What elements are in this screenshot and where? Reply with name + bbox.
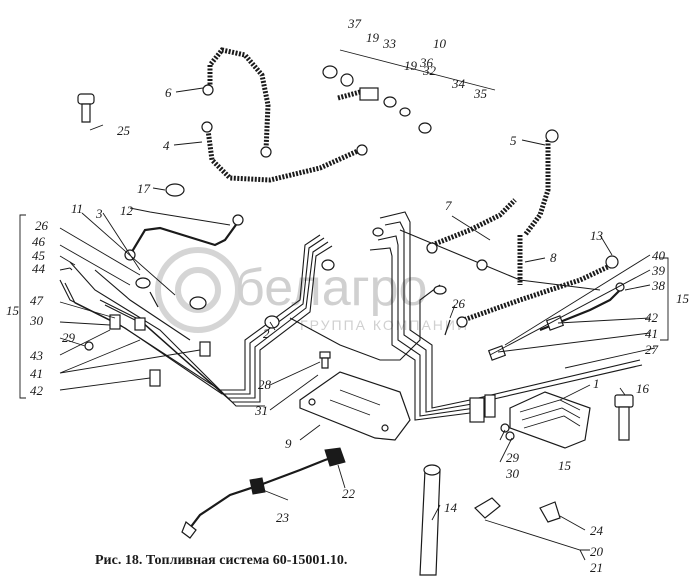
washer-17 [165,183,185,197]
label-41-left: 41 [30,366,43,381]
label-42-right: 42 [645,310,659,325]
part-labels: 1 2 3 4 5 6 7 8 9 10 11 12 13 14 15 15 1… [6,16,690,575]
bolt-26-right [444,319,451,336]
label-35: 35 [473,86,488,101]
watermark-inner-ring [175,267,221,313]
label-11: 11 [71,201,83,216]
label-19a: 19 [366,30,380,45]
label-31: 31 [254,403,268,418]
hose-6 [207,47,271,151]
label-13: 13 [590,228,604,243]
left-pipe-bundle [59,234,333,407]
label-12: 12 [120,203,134,218]
fittings [84,65,625,441]
label-29-right: 29 [506,450,520,465]
label-38: 38 [651,278,666,293]
bolt-26-left [149,291,159,308]
label-44: 44 [32,261,46,276]
label-16: 16 [636,381,650,396]
hose-7 [431,198,517,248]
label-8: 8 [550,250,557,265]
label-6: 6 [165,85,172,100]
right-group-bracket [660,257,669,341]
watermark-ring [155,247,241,333]
label-37: 37 [347,16,362,31]
label-15-right: 15 [676,291,690,306]
hose-13 [457,262,614,325]
label-15-bottom: 15 [558,458,572,473]
label-15-left: 15 [6,303,20,318]
label-47: 47 [30,293,44,308]
label-7: 7 [445,198,452,213]
label-25: 25 [117,123,131,138]
figure-caption: Рис. 18. Топливная система 60-15001.10. [95,553,348,568]
bolt-16 [614,394,634,441]
label-2: 2 [263,326,270,341]
hose-5 [523,140,551,237]
label-30-left: 30 [29,313,44,328]
watermark-subtitle: ГРУППА КОМПАНИЙ [300,316,469,333]
label-9: 9 [285,436,292,451]
label-22: 22 [342,486,356,501]
label-3: 3 [95,206,103,221]
hose-4 [205,129,362,183]
bracket-1 [509,391,591,449]
label-36: 36 [419,55,434,70]
label-30-right: 30 [505,466,520,481]
label-26-right: 26 [452,296,466,311]
label-41-right: 41 [645,326,658,341]
cable-clamp-23 [249,477,266,495]
clamp-24 [539,501,561,523]
group-10-bracket [339,49,496,91]
label-34: 34 [451,76,466,91]
bolt-28 [319,351,331,369]
bracket-20 [484,519,590,551]
label-23: 23 [276,510,290,525]
label-24: 24 [590,523,604,538]
label-20: 20 [590,544,604,559]
cable-clamp-22 [324,447,346,467]
washer-29-right [500,423,510,433]
label-33: 33 [382,36,397,51]
label-40: 40 [652,248,666,263]
leader-lines [59,87,656,531]
label-14: 14 [444,500,458,515]
label-29-left: 29 [62,330,76,345]
clamp-20 [474,497,501,519]
label-10: 10 [433,36,447,51]
pipe-2 [289,284,441,361]
pipe-12 [129,221,239,256]
left-group-bracket [19,214,26,399]
label-5: 5 [510,133,517,148]
label-26-left: 26 [35,218,49,233]
center-pipe-bundle [369,211,643,421]
label-19b: 19 [404,58,418,73]
label-28: 28 [258,377,272,392]
label-32: 32 [422,63,437,78]
watermark: белагро ГРУППА КОМПАНИЙ [155,247,469,333]
bolt-25 [77,93,95,123]
label-17: 17 [137,181,151,196]
washer-29-left [84,341,94,351]
label-21: 21 [590,560,603,575]
label-4: 4 [163,138,170,153]
label-42-left: 42 [30,383,44,398]
tube-14 [419,464,441,576]
label-43: 43 [30,348,44,363]
plate-9 [299,371,411,441]
label-46: 46 [32,234,46,249]
label-1: 1 [593,376,600,391]
label-27: 27 [645,342,659,357]
label-45: 45 [32,248,46,263]
label-39: 39 [651,263,666,278]
